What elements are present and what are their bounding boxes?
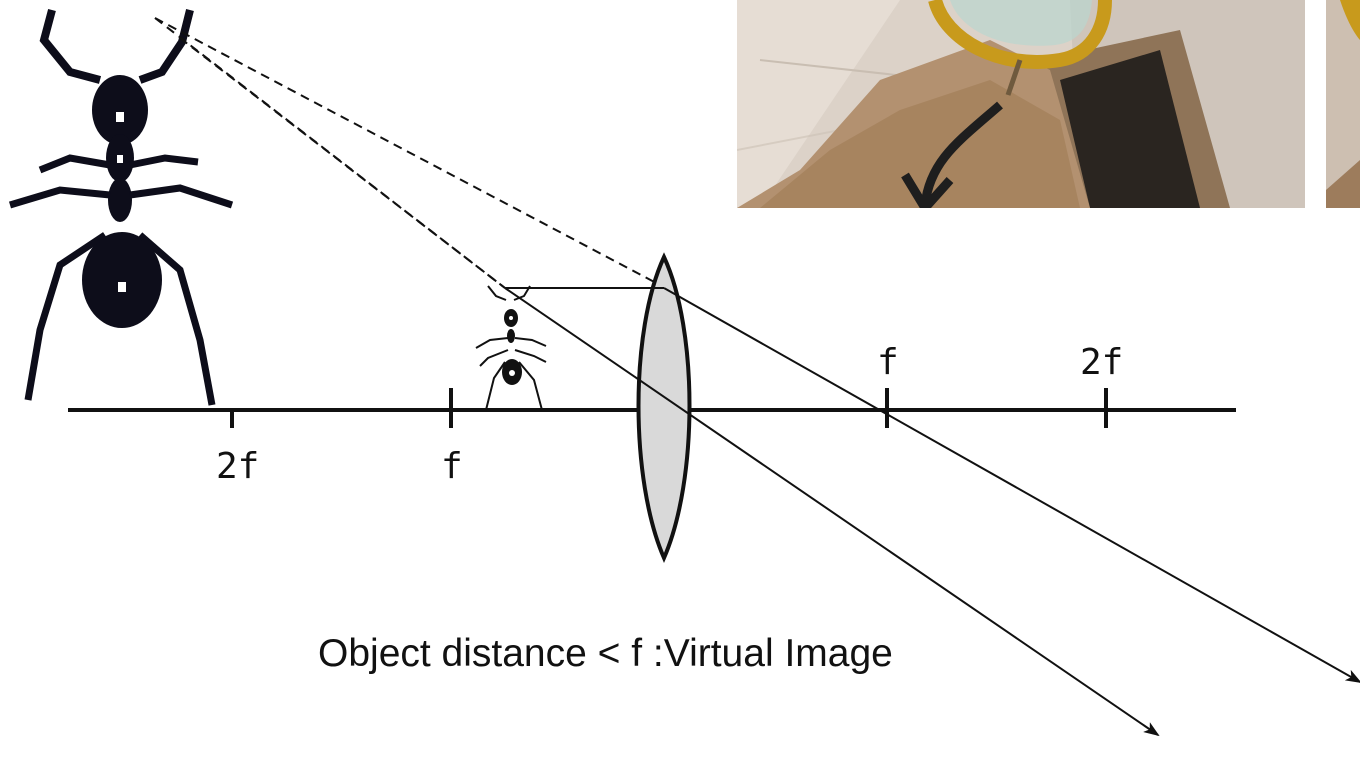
diagram-caption: Object distance < f :Virtual Image (318, 632, 893, 675)
small-ant-object (475, 285, 547, 411)
label-right-2f: 2f (1080, 342, 1123, 383)
large-ant-virtual-image (8, 8, 234, 406)
converging-lens (636, 252, 692, 564)
label-left-2f: 2f (216, 446, 259, 487)
dashed-extension-rays (154, 17, 661, 289)
magnifier-photo (737, 0, 1305, 208)
second-photo-cropped (1326, 0, 1360, 208)
label-left-f: f (441, 446, 463, 487)
label-right-f: f (877, 342, 899, 383)
ray-through-focus (505, 287, 1360, 683)
ray-through-center (504, 287, 1160, 737)
